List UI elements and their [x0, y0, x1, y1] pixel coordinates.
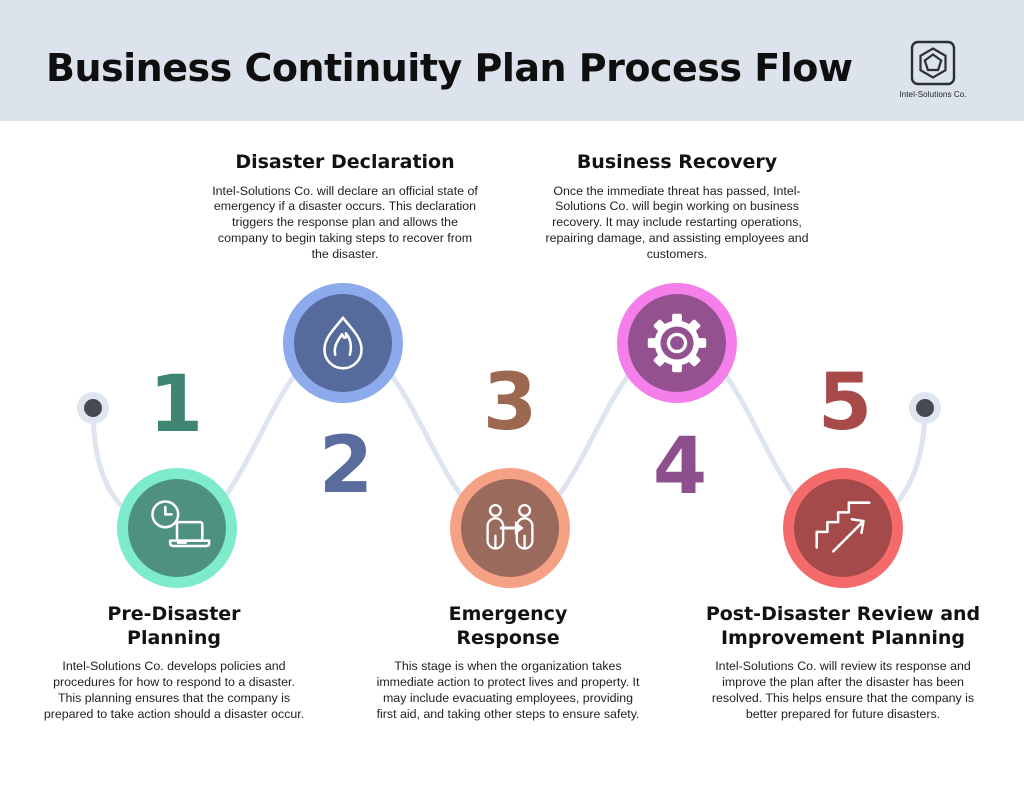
step-node-2	[283, 283, 403, 403]
company-logo: Intel-Solutions Co.	[878, 40, 988, 99]
step-description: Once the immediate threat has passed, In…	[545, 183, 809, 262]
flame-icon	[323, 316, 363, 370]
step-title: Pre-Disaster Planning	[107, 603, 241, 649]
step-disc-5	[794, 479, 892, 577]
step-description: Intel-Solutions Co. will review its resp…	[711, 659, 975, 721]
step-node-5	[783, 468, 903, 588]
step-title: Business Recovery	[576, 151, 778, 173]
step-description: Intel-Solutions Co. develops policies an…	[43, 659, 305, 721]
step-number-1: 1	[148, 360, 204, 450]
step-description: This stage is when the organization take…	[376, 659, 640, 721]
end-endpoint-dot	[916, 399, 934, 417]
step-number-5: 5	[817, 358, 873, 448]
step-1-text-block: Pre-Disaster Planning Intel-Solutions Co…	[24, 603, 324, 723]
company-name: Intel-Solutions Co.	[899, 90, 967, 99]
step-number-3: 3	[482, 358, 538, 448]
step-number-4: 4	[652, 422, 708, 512]
step-title: Disaster Declaration	[235, 151, 455, 173]
step-4-text-block: Business Recovery Once the immediate thr…	[527, 151, 827, 263]
step-node-4	[617, 283, 737, 403]
step-3-text-block: Emergency Response This stage is when th…	[358, 603, 658, 723]
step-disc-1	[128, 479, 226, 577]
step-disc-3	[461, 479, 559, 577]
page-title: Business Continuity Plan Process Flow	[46, 46, 853, 90]
people-transfer-icon	[486, 503, 534, 550]
hexagon-pentagon-logo-icon	[910, 40, 956, 86]
step-title: Post-Disaster Review and Improvement Pla…	[705, 603, 981, 649]
step-2-text-block: Disaster Declaration Intel-Solutions Co.…	[195, 151, 495, 263]
step-disc-4	[628, 294, 726, 392]
step-number-2: 2	[318, 421, 374, 511]
step-node-1	[117, 468, 237, 588]
step-description: Intel-Solutions Co. will declare an offi…	[212, 183, 478, 262]
step-disc-2	[294, 294, 392, 392]
step-node-3	[450, 468, 570, 588]
step-title: Emergency Response	[448, 603, 568, 649]
stairs-growth-icon	[815, 501, 871, 553]
header-band: Business Continuity Plan Process Flow In…	[0, 0, 1024, 121]
gear-icon	[647, 313, 707, 373]
step-5-text-block: Post-Disaster Review and Improvement Pla…	[686, 603, 1000, 723]
clock-laptop-icon	[151, 500, 211, 548]
start-endpoint-dot	[84, 399, 102, 417]
